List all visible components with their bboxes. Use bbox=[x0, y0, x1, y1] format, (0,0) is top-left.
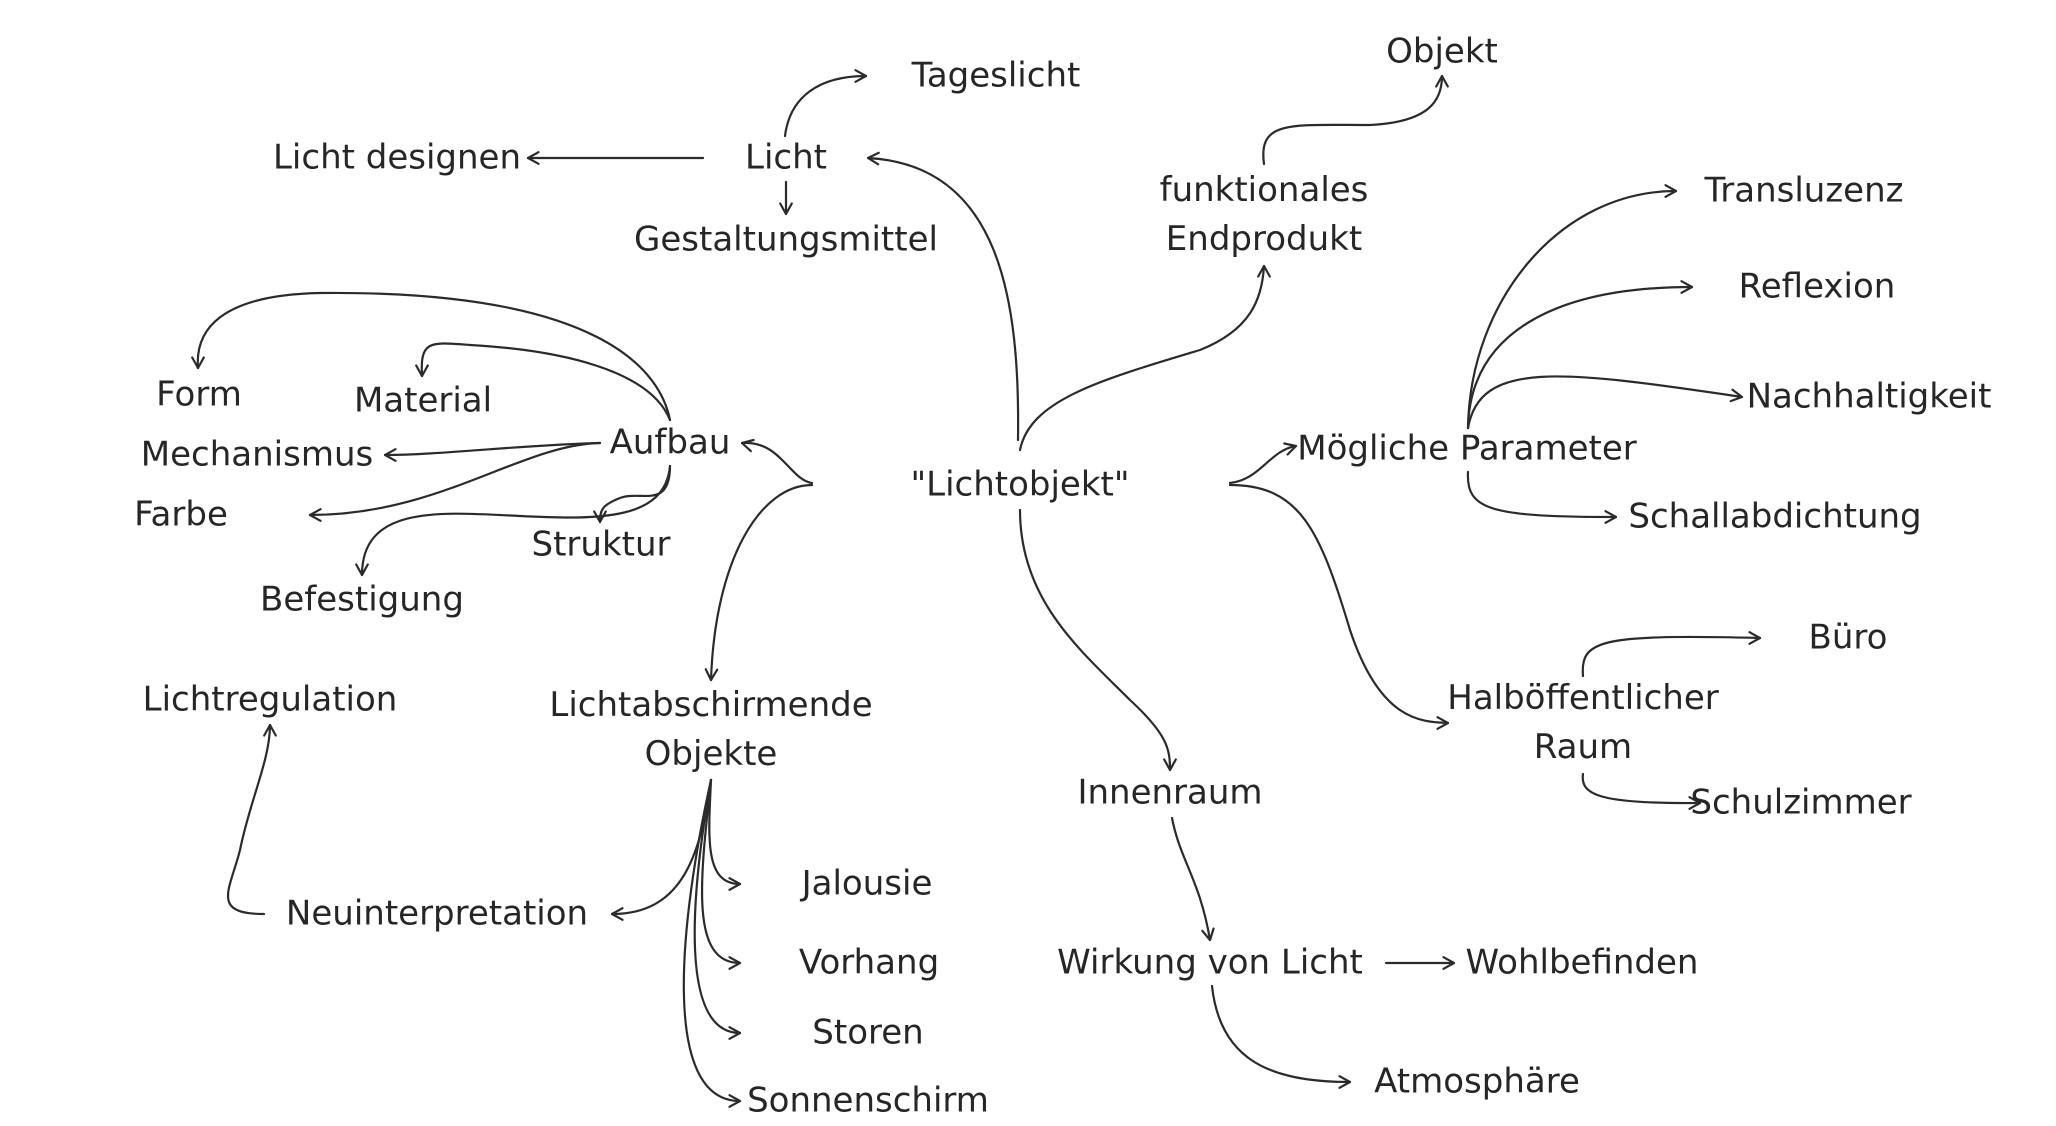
edge-center-halboeff bbox=[1228, 483, 1450, 725]
node-lichtobjekt: "Lichtobjekt" bbox=[910, 464, 1130, 505]
edge-absch-vorhang bbox=[700, 778, 742, 965]
edge-aufbau-befestigung bbox=[360, 464, 672, 577]
edge-aufbau-material bbox=[420, 342, 672, 422]
edge-aufbau-material-arrowhead bbox=[415, 364, 429, 378]
node-schallabdichtung: Schallabdichtung bbox=[1628, 496, 1922, 537]
edge-funktionales-objekt bbox=[1262, 74, 1444, 166]
edge-funktionales-objekt-arrowhead bbox=[1435, 74, 1449, 88]
edge-absch-jalousie-arrowhead bbox=[728, 877, 742, 891]
edge-aufbau-form-arrowhead bbox=[191, 356, 205, 370]
edge-neuinterp-regulation bbox=[226, 723, 272, 916]
node-struktur: Struktur bbox=[531, 524, 671, 565]
edge-center-innenraum-arrowhead bbox=[1163, 758, 1177, 772]
node-atmosphaere: Atmosphäre bbox=[1374, 1061, 1580, 1102]
edge-absch-storen-arrowhead bbox=[728, 1026, 742, 1040]
edge-aufbau-form bbox=[196, 291, 672, 422]
edge-param-transluzenz-arrowhead bbox=[1664, 184, 1678, 198]
edge-absch-neuinterp-arrowhead bbox=[610, 907, 624, 921]
edge-absch-sonnenschirm-arrowhead bbox=[728, 1094, 742, 1108]
node-storen: Storen bbox=[812, 1012, 924, 1053]
node-mechanismus: Mechanismus bbox=[140, 434, 374, 475]
node-lichtregulation: Lichtregulation bbox=[142, 679, 398, 720]
edge-aufbau-farbe bbox=[308, 441, 602, 517]
node-jalousie: Jalousie bbox=[801, 863, 933, 904]
edge-param-schall-arrowhead bbox=[1604, 510, 1618, 524]
edge-center-lichtabsch bbox=[709, 483, 814, 682]
node-licht-designen: Licht designen bbox=[272, 137, 522, 178]
node-reflexion: Reflexion bbox=[1738, 266, 1896, 307]
edge-licht-gestaltung-arrowhead bbox=[779, 202, 793, 216]
edge-param-nachhaltigkeit bbox=[1466, 375, 1744, 430]
edge-param-reflexion-arrowhead bbox=[1680, 280, 1694, 294]
node-gestaltungsmittel: Gestaltungsmittel bbox=[634, 219, 938, 260]
node-transluzenz: Transluzenz bbox=[1704, 170, 1904, 211]
edge-center-parameter-arrowhead bbox=[1283, 442, 1298, 456]
node-moegliche-parameter: Mögliche Parameter bbox=[1297, 428, 1637, 469]
edge-center-parameter bbox=[1228, 444, 1298, 485]
edge-absch-sonnenschirm bbox=[682, 778, 742, 1103]
node-form: Form bbox=[156, 374, 242, 415]
node-buero: Büro bbox=[1808, 617, 1888, 658]
node-licht: Licht bbox=[745, 137, 827, 178]
node-aufbau: Aufbau bbox=[609, 422, 731, 463]
edge-wirkung-atmosphaere bbox=[1210, 984, 1352, 1084]
edge-licht-tageslicht bbox=[783, 74, 868, 138]
edge-center-aufbau-arrowhead bbox=[740, 438, 755, 453]
edge-aufbau-befestigung-arrowhead bbox=[355, 563, 369, 577]
edge-absch-vorhang-arrowhead bbox=[728, 956, 742, 970]
node-farbe: Farbe bbox=[134, 494, 228, 535]
node-befestigung: Befestigung bbox=[260, 579, 464, 620]
node-funktionales-endprodukt: funktionales Endprodukt bbox=[1159, 170, 1369, 259]
node-wirkung-von-licht: Wirkung von Licht bbox=[1057, 942, 1363, 983]
edge-licht-tageslicht-arrowhead bbox=[854, 69, 868, 83]
node-material: Material bbox=[353, 380, 493, 421]
node-lichtabschirmende-objekte: Lichtabschirmende Objekte bbox=[549, 685, 873, 774]
edge-center-licht bbox=[866, 156, 1020, 442]
edge-halboeff-buero bbox=[1581, 635, 1762, 678]
edge-param-nachhaltigkeit-arrowhead bbox=[1729, 388, 1744, 403]
node-schulzimmer: Schulzimmer bbox=[1690, 782, 1912, 823]
node-sonnenschirm: Sonnenschirm bbox=[747, 1080, 989, 1121]
node-vorhang: Vorhang bbox=[798, 942, 940, 983]
edge-param-transluzenz bbox=[1466, 189, 1678, 430]
edge-center-funktionales bbox=[1018, 264, 1266, 452]
node-neuinterpretation: Neuinterpretation bbox=[285, 893, 589, 934]
edge-center-halboeff-arrowhead bbox=[1436, 716, 1450, 730]
edge-innenraum-wirkung-arrowhead bbox=[1201, 927, 1215, 942]
edge-halboeff-schul-arrowhead bbox=[1688, 796, 1702, 810]
node-wohlbefinden: Wohlbefinden bbox=[1465, 942, 1699, 983]
edge-aufbau-mechanismus-arrowhead bbox=[383, 448, 397, 462]
edge-wirkung-atmosphaere-arrowhead bbox=[1338, 1075, 1352, 1089]
edge-param-reflexion bbox=[1466, 285, 1694, 430]
edge-absch-neuinterp bbox=[610, 778, 713, 916]
node-objekt: Objekt bbox=[1386, 31, 1498, 72]
edge-licht-designen-arrowhead bbox=[526, 151, 540, 165]
edge-aufbau-struktur bbox=[598, 464, 672, 524]
edge-neuinterp-regulation-arrowhead bbox=[263, 723, 277, 737]
node-innenraum: Innenraum bbox=[1077, 772, 1263, 813]
edge-halboeff-buero-arrowhead bbox=[1748, 631, 1762, 645]
edge-center-funktionales-arrowhead bbox=[1257, 264, 1271, 278]
node-halboeffentlicher-raum: Halböffentlicher Raum bbox=[1447, 678, 1719, 767]
edge-aufbau-farbe-arrowhead bbox=[308, 508, 322, 522]
node-nachhaltigkeit: Nachhaltigkeit bbox=[1746, 376, 1992, 417]
edge-param-schall bbox=[1466, 470, 1618, 519]
edge-wirkung-wohlbefinden-arrowhead bbox=[1442, 956, 1456, 970]
edge-absch-jalousie bbox=[708, 778, 742, 886]
edge-innenraum-wirkung bbox=[1170, 816, 1212, 942]
edge-halboeff-schul bbox=[1581, 772, 1702, 805]
edge-center-licht-arrowhead bbox=[866, 151, 880, 166]
node-tageslicht: Tageslicht bbox=[911, 55, 1081, 96]
edge-center-lichtabsch-arrowhead bbox=[704, 668, 719, 682]
edge-center-innenraum bbox=[1018, 508, 1172, 772]
edge-absch-storen bbox=[693, 778, 742, 1035]
edge-center-aufbau bbox=[740, 441, 814, 485]
edge-aufbau-mechanismus bbox=[383, 441, 602, 457]
